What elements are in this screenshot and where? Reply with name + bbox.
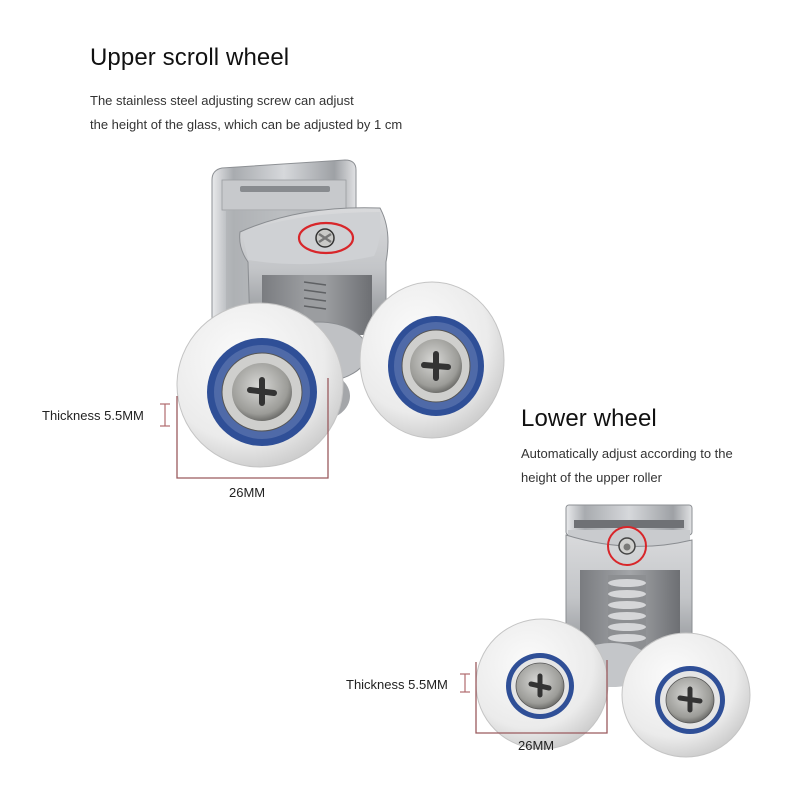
compression-spring [608, 575, 646, 650]
upper-diameter-bracket [176, 378, 329, 479]
lower-wheel-description-line-2: height of the upper roller [521, 470, 662, 485]
lower-thickness-label: Thickness 5.5MM [346, 677, 448, 692]
upper-wheel-title: Upper scroll wheel [90, 44, 290, 71]
upper-wheel-description-line-1: The stainless steel adjusting screw can … [90, 93, 354, 108]
lower-wheel-title: Lower wheel [521, 405, 657, 432]
lower-left-wheel [475, 618, 609, 750]
upper-diameter-label: 26MM [229, 485, 266, 500]
upper-right-wheel [359, 281, 505, 439]
phillips-screw-icon [421, 351, 451, 381]
lower-right-wheel [621, 632, 751, 758]
lower-diameter-label: 26MM [518, 738, 555, 753]
upper-left-wheel [176, 302, 344, 468]
upper-thickness-marker [160, 403, 170, 427]
phillips-screw-icon [247, 377, 277, 406]
lower-wheel-description-line-1: Automatically adjust according to the [521, 446, 733, 461]
lower-thickness-marker [460, 673, 470, 693]
phillips-screw-icon [677, 686, 703, 713]
phillips-screw-icon [528, 673, 552, 698]
lower-diameter-bracket [475, 660, 608, 734]
upper-wheel-description-line-2: the height of the glass, which can be ad… [90, 117, 403, 132]
upper-adjust-screw-highlight [297, 221, 355, 255]
lower-adjust-screw-highlight [607, 526, 647, 566]
upper-thickness-label: Thickness 5.5MM [42, 408, 144, 423]
